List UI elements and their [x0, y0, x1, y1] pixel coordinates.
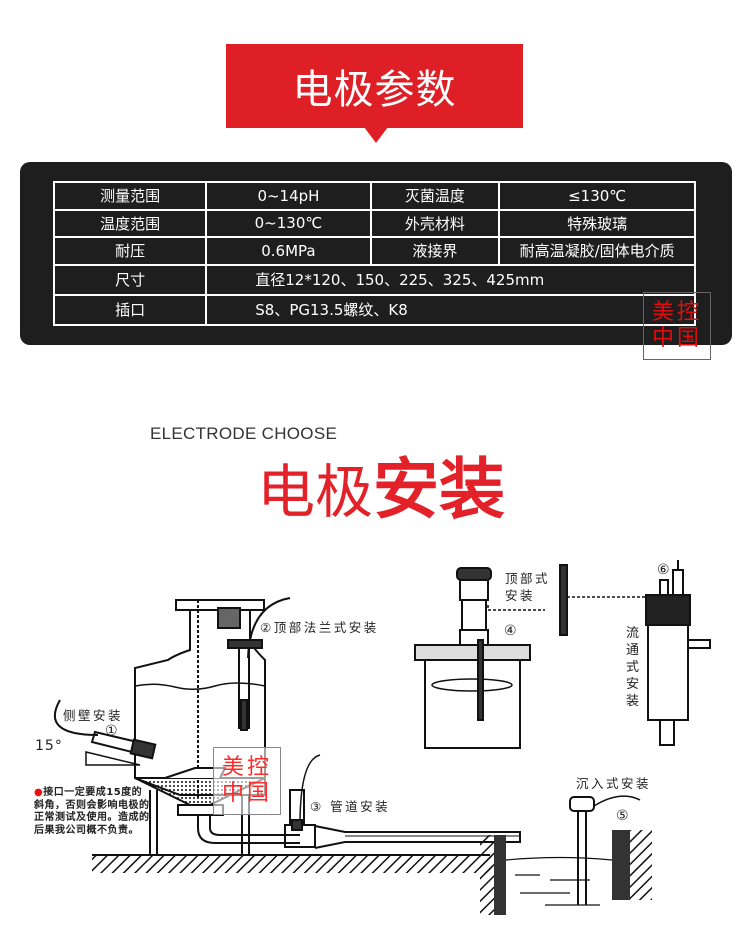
- param-label: 插口: [52, 293, 208, 326]
- ground-left: [92, 855, 492, 873]
- param-value: ≤130℃: [498, 181, 696, 211]
- watermark-line2: 中国: [221, 781, 272, 806]
- flow-cell: [645, 560, 711, 746]
- label-top-mount-1: 顶部式: [505, 571, 551, 586]
- installation-diagram: [54, 560, 711, 915]
- label-num5: ⑤: [616, 808, 632, 824]
- param-label: 灭菌温度: [369, 181, 501, 211]
- table-row: 插口 S8、PG13.5螺纹、K8: [52, 293, 696, 326]
- banner-pointer: [364, 127, 388, 143]
- params-table: 测量范围 0~14pH 灭菌温度 ≤130℃ 温度范围 0~130℃ 外壳材料 …: [52, 181, 696, 326]
- section-title-bold: 安装: [373, 451, 506, 528]
- section-banner: 电极参数: [226, 44, 523, 128]
- label-num1: ①: [105, 723, 121, 739]
- param-label: 液接界: [369, 236, 501, 266]
- param-label: 测量范围: [52, 181, 208, 211]
- param-label: 外壳材料: [369, 208, 501, 238]
- watermark-line2: 中国: [651, 326, 702, 351]
- table-row: 测量范围 0~14pH 灭菌温度 ≤130℃: [52, 181, 696, 211]
- param-label: 尺寸: [52, 263, 208, 296]
- watermark-line1: 美控: [221, 755, 272, 780]
- submerged-pond: [480, 795, 652, 915]
- param-value: S8、PG13.5螺纹、K8: [205, 293, 696, 326]
- table-row: 温度范围 0~130℃ 外壳材料 特殊玻璃: [52, 208, 696, 238]
- label-num4: ④: [504, 623, 520, 639]
- section-title: 电极安装: [257, 436, 505, 532]
- note-text: 接口一定要成15度的斜角，否则会影响电极的正常测试及使用。造成的后果我公司概不负…: [34, 787, 150, 836]
- label-num6: ⑥: [657, 562, 673, 578]
- param-value: 特殊玻璃: [498, 208, 696, 238]
- table-row: 尺寸 直径12*120、150、225、325、425mm: [52, 263, 696, 296]
- watermark-line1: 美控: [651, 300, 702, 325]
- param-label: 温度范围: [52, 208, 208, 238]
- label-pipe: ③ 管道安装: [310, 799, 391, 814]
- bullet-icon: ●: [34, 787, 44, 798]
- label-flow: 流通式安装: [626, 626, 640, 709]
- top-flange-probe: [227, 597, 291, 731]
- section-title-thin: 电极: [257, 458, 374, 526]
- watermark-logo-diagram: 美控 中国: [213, 747, 281, 815]
- param-label: 耐压: [52, 236, 208, 266]
- top-mount-reactor: [414, 564, 660, 749]
- label-submerged: 沉入式安装: [576, 776, 652, 791]
- param-value: 耐高温凝胶/固体电介质: [498, 236, 696, 266]
- label-side-wall: 侧壁安装: [63, 708, 124, 723]
- section-subtitle-en: ELECTRODE CHOOSE: [150, 424, 338, 443]
- table-row: 耐压 0.6MPa 液接界 耐高温凝胶/固体电介质: [52, 236, 696, 266]
- param-value: 0.6MPa: [205, 236, 372, 266]
- label-top-mount-2: 安装: [505, 588, 536, 603]
- label-angle: 15°: [35, 738, 63, 754]
- param-value: 直径12*120、150、225、325、425mm: [205, 263, 696, 296]
- side-wall-probe: [54, 699, 157, 766]
- param-value: 0~14pH: [205, 181, 372, 211]
- banner-title: 电极参数: [292, 67, 457, 113]
- watermark-logo: 美控 中国: [643, 292, 711, 360]
- param-value: 0~130℃: [205, 208, 372, 238]
- label-top-flange: ②顶部法兰式安装: [260, 620, 379, 635]
- installation-note: ●接口一定要成15度的斜角，否则会影响电极的正常测试及使用。造成的后果我公司概不…: [34, 787, 152, 837]
